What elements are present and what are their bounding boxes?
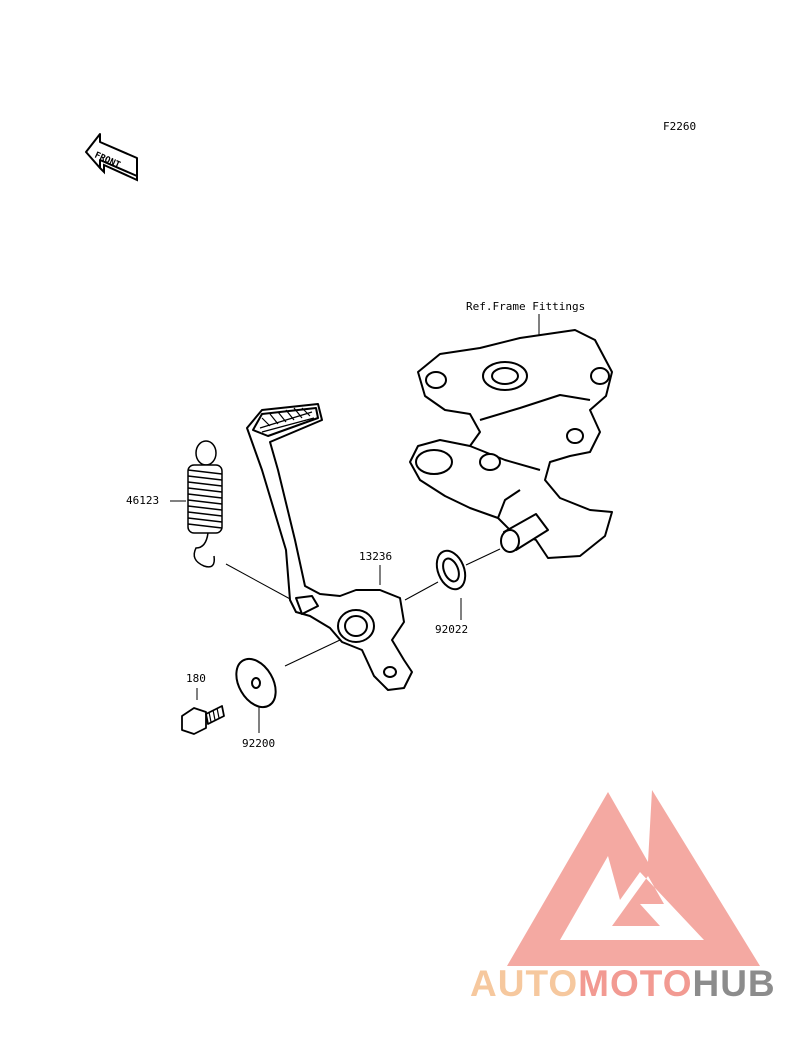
front-arrow-icon: FRONT — [85, 133, 138, 182]
part-label-washer: 92022 — [435, 623, 469, 636]
watermark-text: AUTOMOTOHUB — [470, 964, 776, 1004]
brake-pedal — [246, 403, 413, 691]
bolt — [181, 705, 225, 735]
watermark-logo-icon — [507, 790, 760, 966]
part-label-brake-pedal: 13236 — [359, 550, 393, 563]
part-label-washer-large: 92200 — [242, 737, 276, 750]
ref-frame-fittings-label: Ref.Frame Fittings — [466, 300, 586, 313]
part-label-spring: 46123 — [126, 494, 160, 507]
watermark-auto: AUTO — [470, 963, 579, 1004]
watermark-moto: MOTO — [578, 963, 693, 1004]
leader-lines — [170, 314, 540, 733]
watermark-hub: HUB — [692, 963, 776, 1004]
spring — [187, 440, 223, 568]
washer — [435, 549, 467, 591]
washer-large — [235, 657, 277, 709]
part-label-bolt: 180 — [186, 672, 206, 685]
frame-fitting — [409, 329, 613, 559]
figure-code: F2260 — [663, 120, 697, 133]
